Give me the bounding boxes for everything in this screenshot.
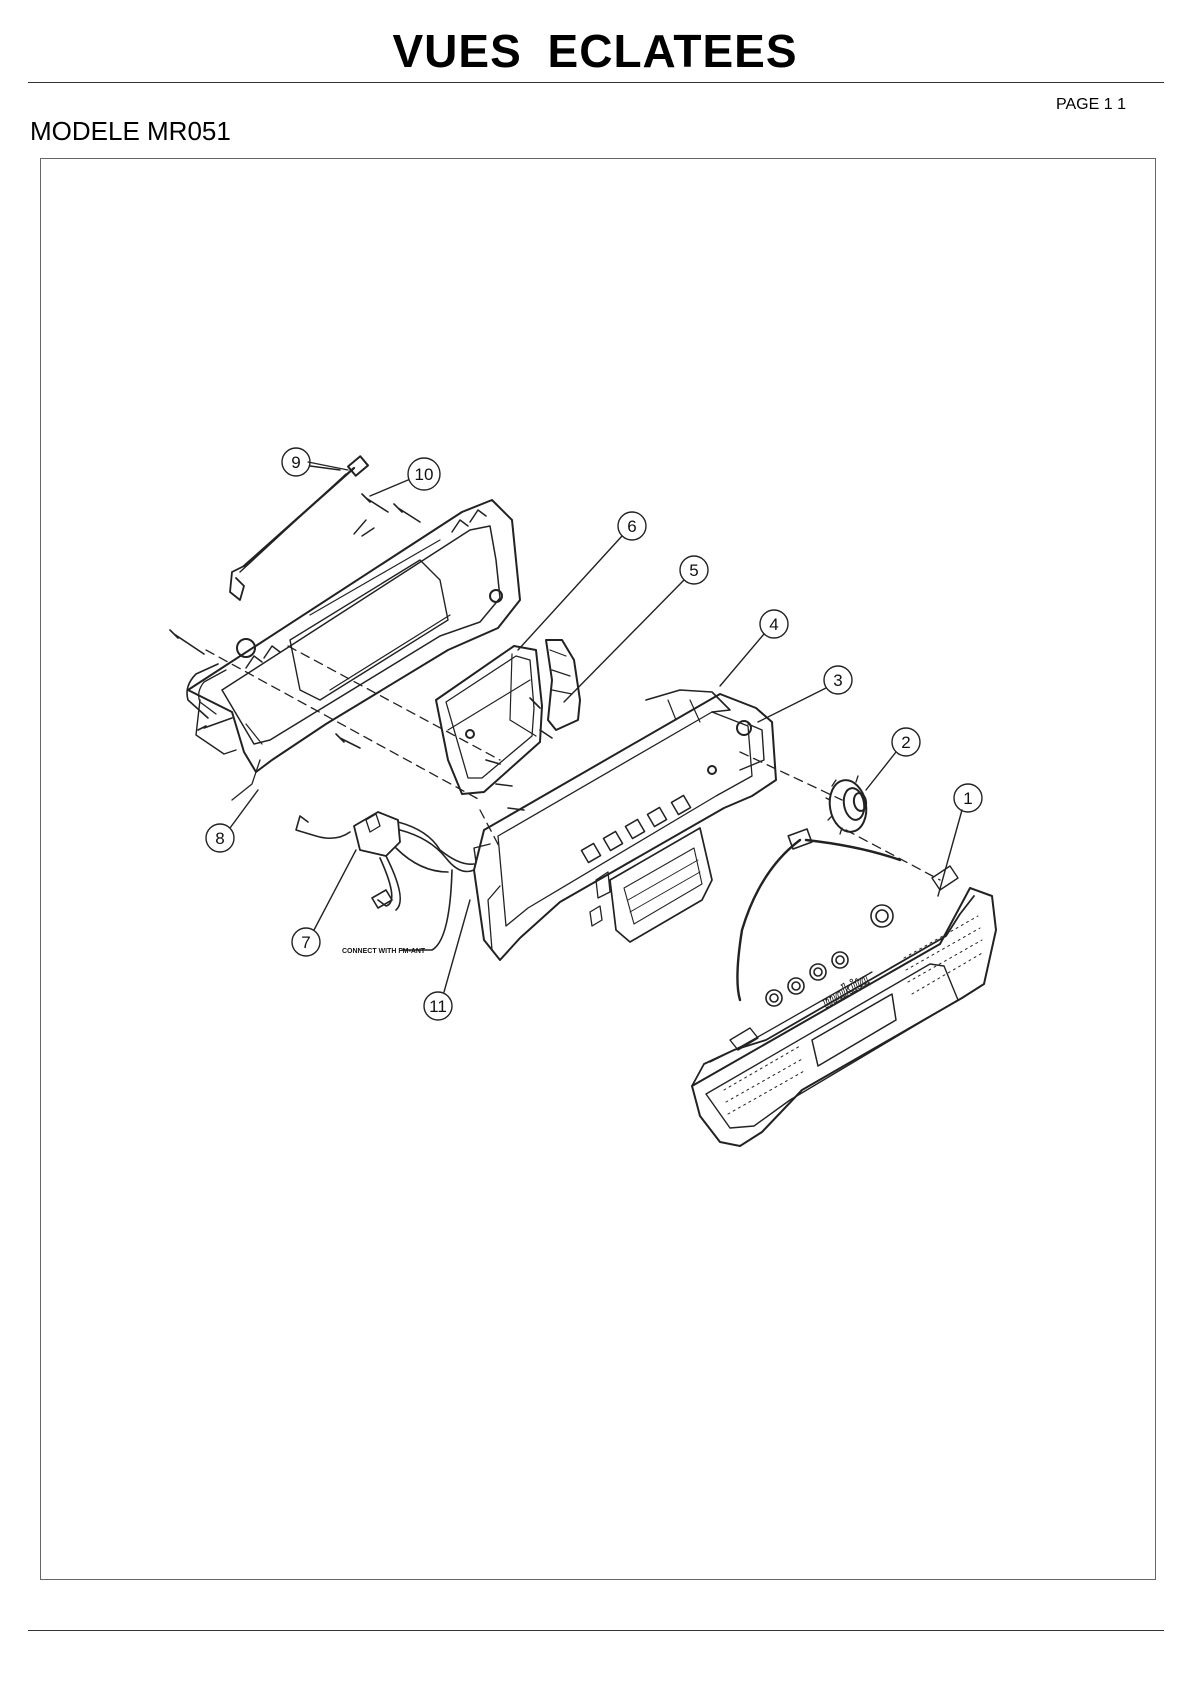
page-number: PAGE 1 1 — [1056, 96, 1126, 113]
diagram-frame — [40, 158, 1156, 1580]
callout-3-label: 3 — [833, 671, 842, 690]
wire-harness-part — [295, 811, 475, 951]
front-housing-part — [691, 828, 997, 1147]
wire-note: CONNECT WITH FM-ANT — [342, 948, 426, 955]
callout-11-label: 11 — [429, 997, 447, 1016]
callouts — [205, 447, 983, 1021]
model-label: MODELE MR051 — [30, 116, 231, 146]
explode-lines — [205, 645, 941, 881]
callout-8-label: 8 — [215, 829, 224, 848]
callout-6-label: 6 — [627, 517, 636, 536]
knob-part — [825, 775, 868, 835]
battery-holder-part — [435, 639, 581, 795]
chassis-part — [473, 689, 777, 961]
footer-rule — [28, 1630, 1164, 1631]
callout-2-label: 2 — [901, 733, 910, 752]
callout-4-label: 4 — [769, 615, 778, 634]
callout-10-label: 10 — [415, 465, 434, 484]
screws-part — [169, 493, 553, 811]
callout-5-label: 5 — [689, 561, 698, 580]
callout-9-label: 9 — [291, 453, 300, 472]
antenna-part — [229, 455, 369, 601]
rear-housing-part — [186, 499, 521, 801]
callout-1-label: 1 — [963, 789, 972, 808]
header-rule — [28, 82, 1164, 83]
page-title: VUES ECLATEES — [392, 25, 798, 77]
callout-7-label: 7 — [301, 933, 310, 952]
